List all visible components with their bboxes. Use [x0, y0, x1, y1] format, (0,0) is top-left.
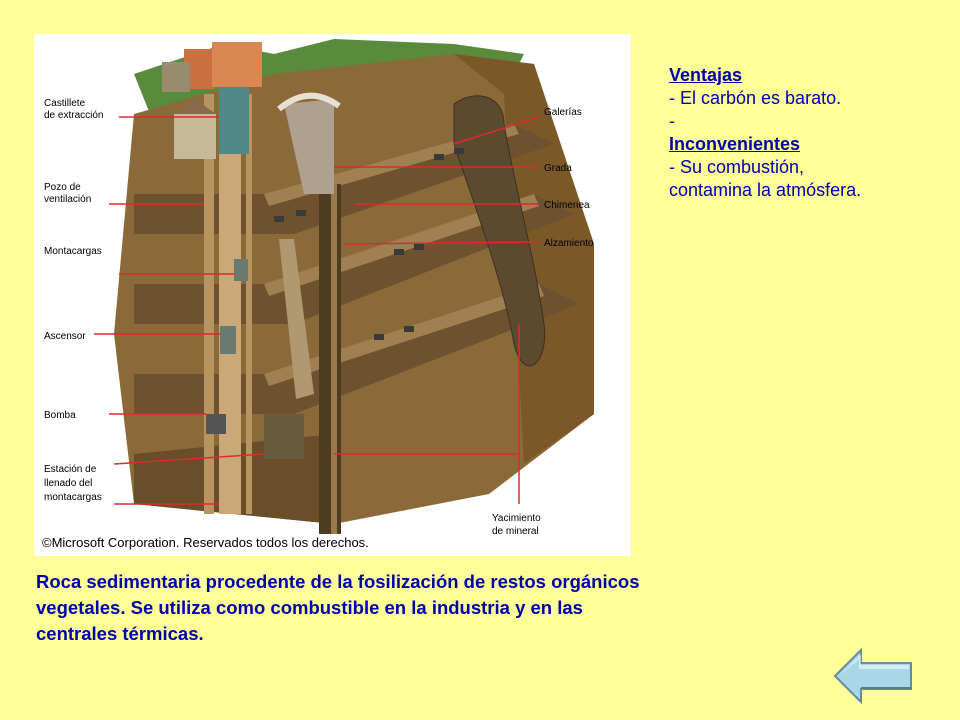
description-line-3: centrales térmicas.: [36, 623, 204, 644]
label-estacion-2: llenado del: [44, 478, 92, 489]
back-button[interactable]: [833, 647, 913, 705]
arrow-left-icon: [833, 647, 912, 705]
mine-diagram: Castillete de extracción Pozo de ventila…: [34, 34, 631, 556]
label-yacimiento-1: Yacimiento: [492, 513, 541, 524]
label-pozo-2: ventilación: [44, 194, 91, 205]
inconvenientes-item-2: contamina la atmósfera.: [669, 180, 862, 200]
label-alzamiento: Alzamiento: [544, 238, 594, 249]
label-estacion-3: montacargas: [44, 492, 102, 503]
label-castillete-1: Castillete: [44, 98, 86, 109]
mine-illustration: Castillete de extracción Pozo de ventila…: [42, 39, 594, 550]
inconvenientes-heading: Inconvenientes: [669, 134, 801, 154]
ventajas-item: - El carbón es barato.: [669, 88, 842, 108]
label-bomba: Bomba: [44, 410, 76, 421]
ventajas-heading: Ventajas: [669, 65, 743, 85]
label-chimenea: Chimenea: [544, 200, 590, 211]
description-line-1: Roca sedimentaria procedente de la fosil…: [36, 571, 640, 592]
description-line-2: vegetales. Se utiliza como combustible e…: [36, 597, 583, 618]
pros-cons-panel: Ventajas - El carbón es barato. - Inconv…: [669, 64, 949, 202]
label-estacion-1: Estación de: [44, 464, 97, 475]
description-text: Roca sedimentaria procedente de la fosil…: [36, 569, 836, 647]
label-ascensor: Ascensor: [44, 331, 86, 342]
label-galerias: Galerías: [544, 107, 582, 118]
copyright-text: ©Microsoft Corporation. Reservados todos…: [42, 535, 369, 550]
separator-dash: -: [669, 111, 675, 131]
label-yacimiento-2: de mineral: [492, 526, 539, 537]
label-grada: Grada: [544, 163, 572, 174]
inconvenientes-item-1: - Su combustión,: [669, 157, 805, 177]
label-montacargas: Montacargas: [44, 246, 102, 257]
label-pozo-1: Pozo de: [44, 182, 81, 193]
label-castillete-2: de extracción: [44, 110, 103, 121]
